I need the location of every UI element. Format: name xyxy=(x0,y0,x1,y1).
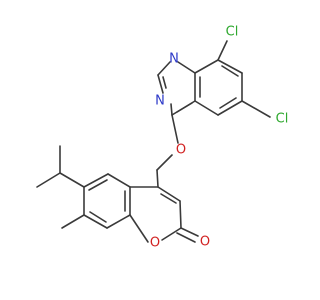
bond-ch2-c4coumarin xyxy=(156,169,159,188)
quinazoline-pyrimidine-ring xyxy=(157,61,196,116)
carbonyl-oxygen-label: O xyxy=(200,235,210,250)
chlorine-top-label: Cl xyxy=(226,25,239,40)
ether-oxygen-label: O xyxy=(176,143,186,158)
bond-c6-cl xyxy=(241,100,271,118)
bond-carbonyl-1 xyxy=(180,227,199,237)
ring-oxygen-label: O xyxy=(150,236,160,251)
bond-ether-o-ch2 xyxy=(156,154,173,171)
molecule-canvas: Cl Cl N N O O O xyxy=(36,24,289,251)
bond-c8-cl xyxy=(217,40,228,61)
nitrogen-bottom-label: N xyxy=(155,94,165,109)
chlorine-right-label: Cl xyxy=(276,112,289,127)
quinazoline-benzo-ring xyxy=(194,59,243,116)
coumarin-pyranone-ring xyxy=(129,186,182,243)
methyl-group xyxy=(61,214,85,229)
bond-c4-ether-o xyxy=(171,114,179,144)
molecule-structure: Cl Cl N N O O O xyxy=(36,25,289,251)
nitrogen-top-label: N xyxy=(169,52,179,67)
coumarin-benzo-ring xyxy=(83,173,131,229)
bond-carbonyl-2 xyxy=(176,232,196,243)
isopropyl-group xyxy=(36,145,85,188)
